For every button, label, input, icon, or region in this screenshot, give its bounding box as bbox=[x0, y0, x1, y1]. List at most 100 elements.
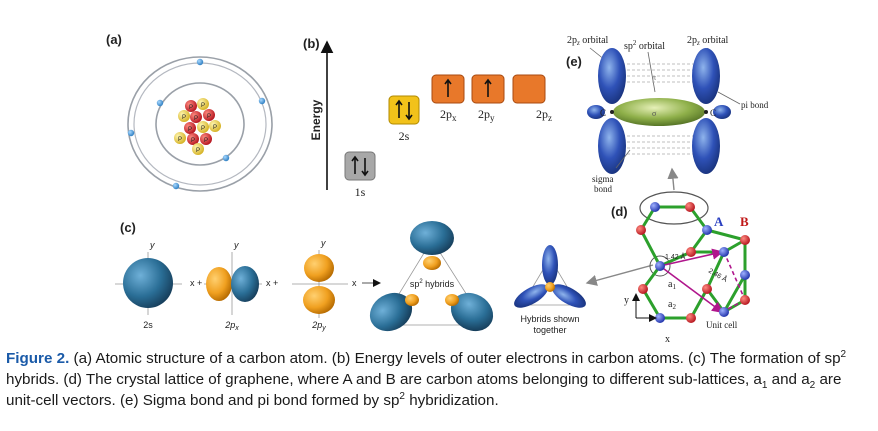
vector-a2 bbox=[659, 265, 724, 313]
hybrid-lobe bbox=[514, 284, 548, 308]
atom-sublattice-a bbox=[719, 307, 729, 317]
lattice-bond bbox=[641, 288, 662, 319]
nucleon-label: P bbox=[189, 105, 193, 111]
spin-down-arrow bbox=[405, 102, 413, 121]
panel-a: (a) P P P P P P P P P P P P bbox=[106, 32, 273, 192]
caption-text: hybridization. bbox=[404, 392, 499, 409]
atom-sublattice-b bbox=[685, 202, 695, 212]
s-orbital bbox=[123, 258, 173, 308]
together-label-line2: together bbox=[533, 325, 566, 335]
caption-text: (a) Atomic structure of a carbon atom. (… bbox=[69, 350, 841, 367]
pz-lobe-right-bottom bbox=[692, 118, 720, 174]
figure-canvas: (a) P P P P P P P P P P P P (b) Energy bbox=[106, 32, 769, 345]
spin-up-arrow bbox=[484, 78, 492, 97]
electron-shell-outer bbox=[127, 56, 273, 192]
bond-length-label: 1.42 Å bbox=[665, 252, 686, 261]
sublattice-A-label: A bbox=[714, 214, 724, 229]
atom-sublattice-b bbox=[686, 247, 696, 257]
pz-lobe-left-top bbox=[598, 48, 626, 104]
lattice-bond bbox=[689, 288, 709, 319]
hybrid-small-lobe bbox=[405, 294, 419, 306]
nucleon-label: P bbox=[201, 103, 205, 109]
nucleon-label: P bbox=[207, 114, 211, 120]
panel-d: (d) A B 1.42 Å 2.46 Å a1 a2 Unit cell y … bbox=[611, 167, 750, 345]
p-lobe bbox=[206, 267, 232, 301]
lattice-bond bbox=[659, 250, 692, 268]
arrow-lattice-to-hybrids bbox=[585, 264, 654, 286]
level-label-2s: 2s bbox=[399, 129, 410, 143]
orbital-2py: y 2py bbox=[292, 238, 348, 332]
unit-cell-label: Unit cell bbox=[706, 320, 738, 330]
caption-text: hybrids. (d) The crystal lattice of grap… bbox=[6, 371, 762, 388]
pi-marker: π bbox=[652, 73, 656, 82]
orbital-2s: y 2s bbox=[115, 240, 182, 330]
atom-sublattice-b bbox=[638, 284, 648, 294]
panel-d-label: (d) bbox=[611, 204, 628, 219]
vector-a1-label: a1 bbox=[668, 279, 676, 291]
hybrid-small-lobe bbox=[445, 294, 459, 306]
hybrids-label: sp2 hybrids bbox=[410, 279, 455, 289]
spin-up-arrow bbox=[444, 78, 452, 97]
hybrid-center bbox=[545, 282, 555, 292]
orbital-label-2px: 2px bbox=[224, 320, 239, 332]
electron bbox=[196, 58, 204, 66]
x-axis-label: x bbox=[665, 334, 670, 345]
highlight-atom bbox=[649, 255, 671, 277]
nucleon-label: P bbox=[178, 137, 182, 143]
level-box-1s bbox=[344, 151, 376, 181]
operator-x: x bbox=[352, 278, 357, 288]
axis-y-label: y bbox=[320, 238, 326, 248]
caption-subscript: 1 bbox=[761, 380, 768, 392]
orbital-label-sp2: sp2 orbital bbox=[624, 39, 665, 52]
unit-cell-edge bbox=[723, 251, 746, 301]
level-2px: 2px bbox=[431, 74, 465, 123]
sp2-back-lobe bbox=[713, 105, 731, 119]
caption-subscript: 2 bbox=[809, 380, 816, 392]
graphene-lattice bbox=[636, 202, 750, 323]
orbital-2px: y 2px bbox=[204, 240, 262, 332]
nucleon-label: P bbox=[191, 138, 195, 144]
carbon-right-label: C bbox=[710, 108, 716, 118]
p-lobe bbox=[304, 254, 334, 282]
orbital-label-2pz-left: 2pz orbital bbox=[567, 35, 609, 47]
hybrids-together: Hybrids shown together bbox=[514, 245, 586, 335]
sublattice-B-label: B bbox=[740, 214, 749, 229]
panel-e: (e) 2pz orbital sp2 orbital 2pz orbital … bbox=[566, 35, 769, 194]
energy-axis-label: Energy bbox=[309, 99, 323, 140]
atom-sublattice-b bbox=[686, 313, 696, 323]
caption-superscript: 2 bbox=[840, 348, 847, 360]
level-2s: 2s bbox=[388, 95, 420, 143]
orbital-label-2s: 2s bbox=[143, 320, 153, 330]
electron bbox=[156, 99, 164, 107]
orbital-label-2py: 2py bbox=[311, 320, 326, 332]
y-axis-label: y bbox=[624, 295, 629, 306]
spin-up-arrow bbox=[351, 155, 359, 174]
vector-a2-label: a2 bbox=[668, 299, 676, 311]
level-label-2py: 2py bbox=[478, 107, 495, 123]
operator-plus: x + bbox=[266, 278, 278, 288]
pi-bond-label: pi bond bbox=[741, 100, 769, 110]
figure-caption: Figure 2. (a) Atomic structure of a carb… bbox=[6, 348, 874, 411]
hybrid-lobe bbox=[450, 292, 494, 332]
electron bbox=[172, 182, 180, 190]
level-box-2pz bbox=[512, 74, 546, 104]
atom-sublattice-a bbox=[650, 202, 660, 212]
atom-sublattice-b bbox=[702, 284, 712, 294]
electron bbox=[127, 129, 135, 137]
caption-text: are unit-cell vectors. (e) Sigma bond an… bbox=[6, 371, 842, 409]
nucleon-label: P bbox=[182, 115, 186, 121]
panel-b-label: (b) bbox=[303, 36, 320, 51]
lattice-bond bbox=[639, 229, 662, 267]
lattice-bond bbox=[722, 274, 747, 313]
level-box-2s bbox=[388, 95, 420, 125]
panel-b: (b) Energy 1s 2s 2px 2py 2pz bbox=[303, 36, 552, 199]
orbital-label-2pz-right: 2pz orbital bbox=[687, 35, 729, 47]
level-label-1s: 1s bbox=[355, 185, 366, 199]
hybrid-lobe bbox=[552, 284, 586, 308]
p-lobe bbox=[231, 266, 259, 302]
axis-y-label: y bbox=[233, 240, 239, 250]
sigma-bond-label-1: sigma bbox=[592, 174, 614, 184]
caption-text: and a bbox=[767, 371, 810, 388]
nucleon-label: P bbox=[188, 127, 192, 133]
level-2py: 2py bbox=[471, 74, 505, 123]
